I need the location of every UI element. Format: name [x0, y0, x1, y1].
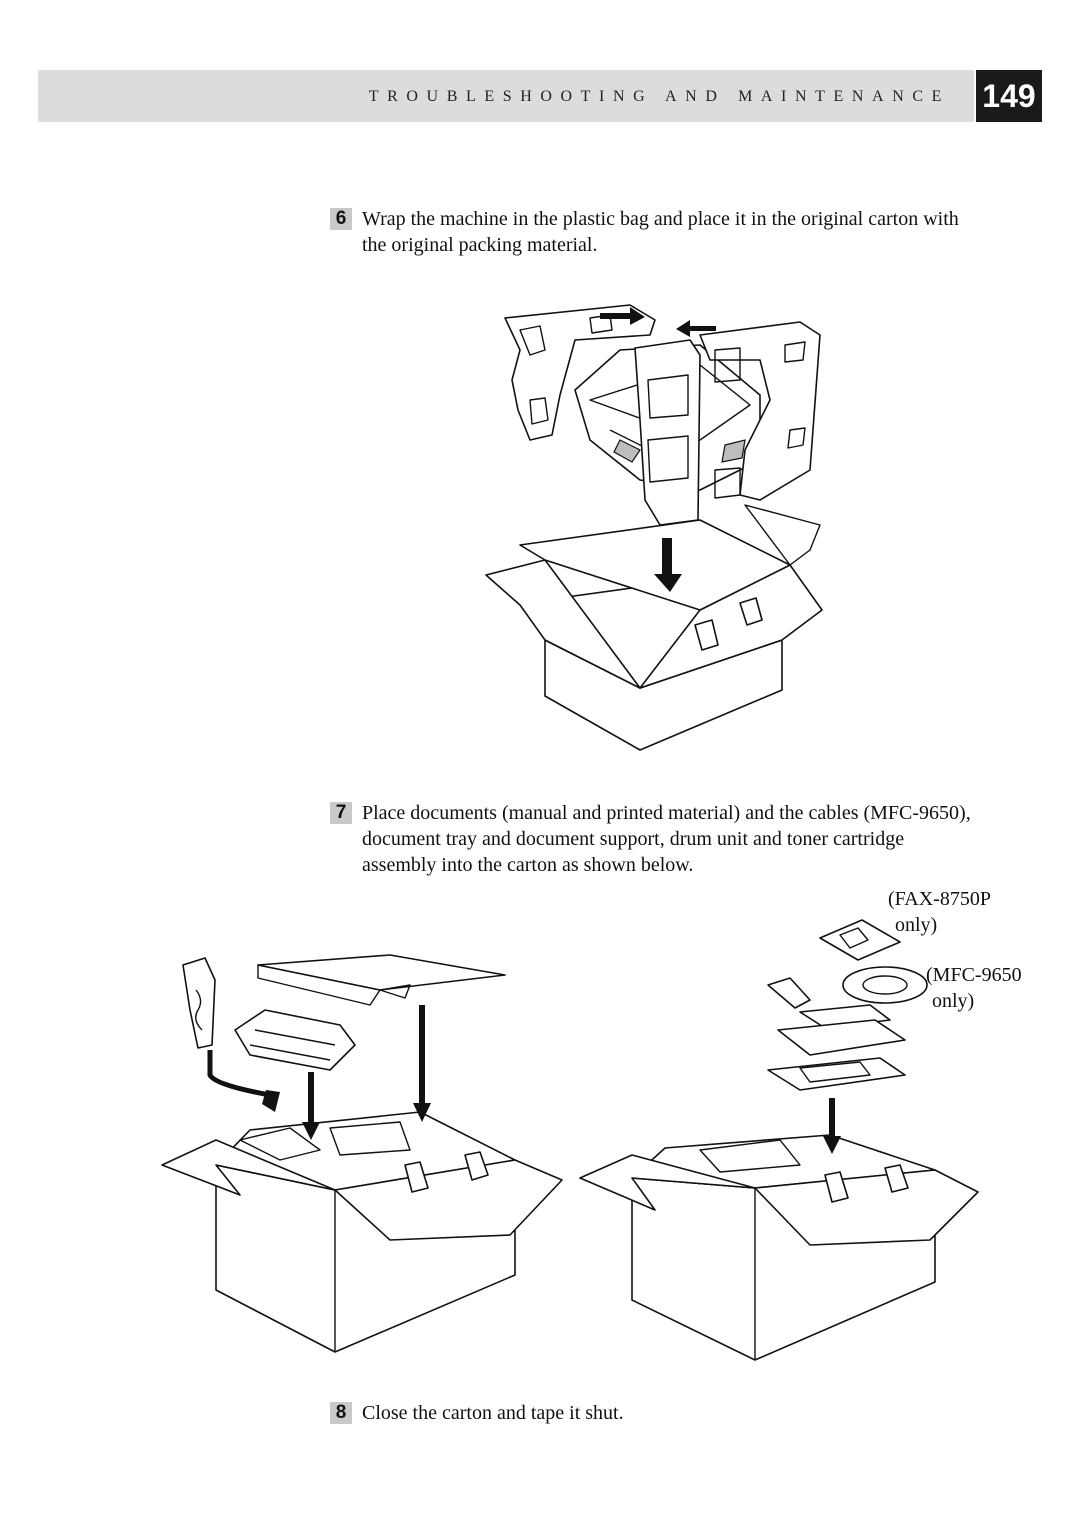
foam-front: [634, 339, 741, 526]
insert-arrows: [600, 307, 716, 337]
step-7-text: Place documents (manual and printed mate…: [362, 802, 971, 876]
arrow-right-carton: [823, 1098, 841, 1154]
document-tray: [257, 954, 506, 1006]
down-arrow-1: [654, 538, 682, 592]
step-8-text: Close the carton and tape it shut.: [362, 1402, 624, 1424]
fax-label-line1: (FAX-8750P: [888, 888, 991, 910]
header-bar: [38, 70, 974, 122]
toner-drum-unit: [234, 1009, 356, 1071]
carton-left: [161, 1111, 563, 1353]
step-8-number: 8: [330, 1402, 352, 1424]
arrows-left-carton: [207, 1005, 431, 1140]
section-title: TROUBLESHOOTING AND MAINTENANCE: [368, 88, 950, 105]
mfc-label-line2: only): [932, 990, 975, 1012]
page-number: 149: [982, 78, 1036, 114]
page-number-box: 149: [976, 70, 1042, 122]
step-7-number: 7: [330, 802, 352, 824]
right-items: [767, 919, 928, 1091]
step-6-text: Wrap the machine in the plastic bag and …: [362, 208, 959, 256]
cable-bag: [182, 957, 216, 1049]
foam-left: [504, 304, 656, 441]
carton-right: [579, 1134, 979, 1361]
fax-label-line2: only): [895, 914, 938, 936]
step-6-number: 6: [330, 208, 352, 230]
carton-illustration-1: [485, 504, 823, 751]
mfc-label-line1: (MFC-9650: [926, 964, 1022, 986]
